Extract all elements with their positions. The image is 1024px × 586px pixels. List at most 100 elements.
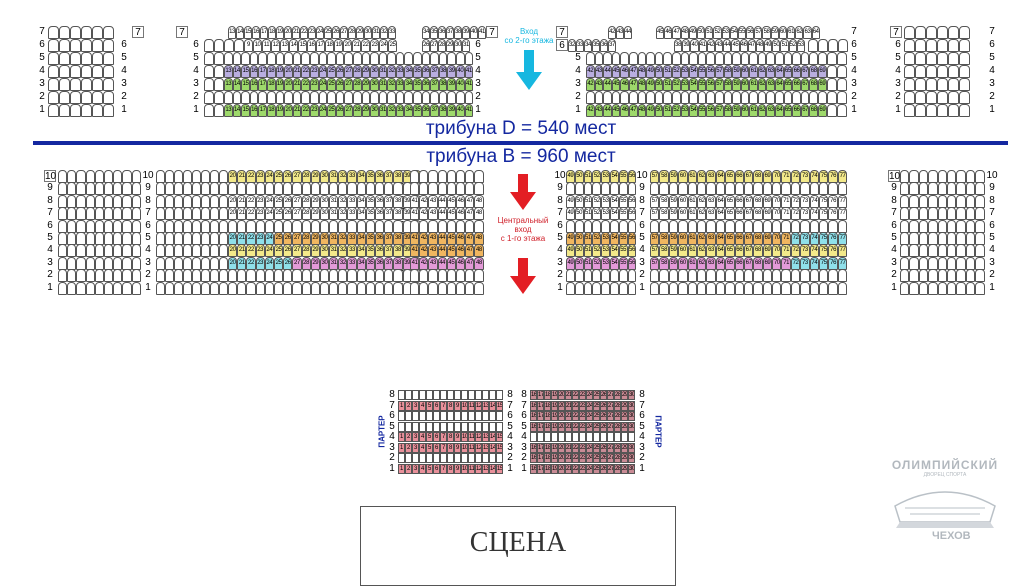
seat[interactable]: 15 — [241, 104, 250, 117]
seat[interactable] — [440, 411, 447, 421]
seat[interactable] — [959, 52, 970, 65]
seat[interactable] — [103, 269, 114, 283]
seat[interactable] — [156, 244, 165, 258]
seat[interactable] — [696, 269, 707, 283]
seat[interactable]: 46 — [739, 39, 748, 52]
seat[interactable] — [836, 65, 847, 78]
seat[interactable]: 19 — [551, 463, 558, 474]
seat[interactable] — [918, 194, 929, 208]
seat[interactable] — [428, 182, 438, 196]
seat[interactable]: 64 — [775, 65, 784, 78]
seat[interactable] — [214, 39, 224, 52]
seat[interactable] — [975, 244, 985, 258]
seat[interactable]: 48 — [474, 232, 484, 245]
seat[interactable] — [356, 219, 366, 233]
seat[interactable]: 30 — [319, 194, 330, 208]
seat[interactable]: 21 — [565, 390, 572, 400]
seat[interactable]: 60 — [678, 244, 688, 258]
seat[interactable] — [58, 170, 68, 183]
seat[interactable]: 54 — [609, 256, 619, 270]
seat[interactable] — [309, 91, 319, 104]
seat[interactable]: 3 — [412, 442, 419, 453]
seat[interactable] — [743, 219, 754, 233]
seat[interactable] — [819, 281, 829, 295]
seat[interactable] — [714, 91, 724, 104]
seat[interactable]: 60 — [678, 207, 688, 221]
seat[interactable] — [474, 269, 484, 283]
seat[interactable]: 50 — [574, 244, 584, 258]
seat[interactable]: 22 — [572, 400, 579, 411]
seat[interactable] — [232, 52, 242, 65]
seat[interactable]: 43 — [428, 194, 438, 208]
seat[interactable] — [574, 182, 584, 196]
seat[interactable] — [592, 219, 602, 233]
seat[interactable]: 32 — [338, 194, 348, 208]
seat[interactable] — [76, 182, 86, 196]
seat[interactable]: 17 — [537, 453, 544, 463]
seat[interactable]: 30 — [370, 104, 379, 117]
seat[interactable]: 61 — [787, 26, 796, 39]
seat[interactable] — [909, 269, 919, 283]
seat[interactable] — [544, 432, 551, 442]
seat[interactable]: 50 — [574, 256, 584, 270]
seat[interactable] — [329, 281, 339, 295]
seat[interactable] — [474, 219, 484, 233]
seat[interactable]: 10 — [253, 39, 262, 52]
seat[interactable]: 26 — [600, 442, 607, 453]
seat[interactable] — [725, 182, 735, 196]
seat[interactable] — [592, 182, 602, 196]
seat[interactable]: 49 — [764, 39, 773, 52]
seat[interactable] — [246, 219, 256, 233]
seat[interactable] — [792, 52, 801, 65]
seat[interactable] — [201, 182, 210, 196]
seat[interactable]: 62 — [696, 256, 707, 270]
seat[interactable] — [395, 52, 405, 65]
seat[interactable] — [174, 244, 183, 258]
seat[interactable] — [837, 219, 848, 233]
seat[interactable] — [601, 269, 610, 283]
seat[interactable] — [347, 269, 357, 283]
seat[interactable]: 52 — [713, 26, 722, 39]
seat[interactable]: 27 — [607, 390, 614, 400]
seat[interactable]: 58 — [723, 78, 733, 91]
seat[interactable]: 43 — [714, 39, 724, 52]
seat[interactable]: 56 — [627, 232, 637, 245]
seat[interactable]: 43 — [616, 26, 624, 39]
seat[interactable] — [76, 281, 86, 295]
seat[interactable]: 41 — [478, 26, 486, 39]
seat[interactable] — [174, 194, 183, 208]
seat[interactable] — [81, 26, 92, 39]
seat[interactable]: 69 — [762, 194, 773, 208]
seat[interactable] — [900, 281, 910, 295]
seat[interactable]: 33 — [347, 232, 357, 245]
seat[interactable] — [474, 182, 484, 196]
seat[interactable] — [398, 390, 405, 400]
seat[interactable]: 36 — [375, 170, 385, 183]
seat[interactable]: 20 — [284, 78, 293, 91]
seat[interactable] — [609, 269, 619, 283]
seat[interactable]: 32 — [338, 256, 348, 270]
seat[interactable]: 41 — [464, 104, 474, 117]
seat[interactable] — [697, 52, 707, 65]
seat[interactable] — [85, 256, 95, 270]
seat[interactable]: 24 — [264, 170, 274, 183]
seat[interactable] — [464, 91, 474, 104]
seat[interactable]: 22 — [301, 65, 310, 78]
seat[interactable] — [496, 411, 503, 421]
seat[interactable] — [654, 91, 664, 104]
seat[interactable]: 13 — [280, 39, 289, 52]
seat[interactable] — [174, 219, 183, 233]
seat[interactable]: 36 — [600, 39, 608, 52]
seat[interactable] — [94, 232, 104, 245]
seat[interactable] — [94, 170, 104, 183]
seat[interactable]: 16 — [530, 463, 537, 474]
seat[interactable]: 17 — [537, 411, 544, 421]
seat[interactable]: 22 — [246, 244, 256, 258]
seat[interactable]: 15 — [241, 78, 250, 91]
seat[interactable]: 31 — [378, 65, 388, 78]
seat[interactable]: 25 — [593, 390, 600, 400]
seat[interactable]: 33 — [576, 39, 584, 52]
seat[interactable] — [58, 244, 68, 258]
seat[interactable] — [70, 91, 81, 104]
seat[interactable]: 36 — [421, 78, 431, 91]
